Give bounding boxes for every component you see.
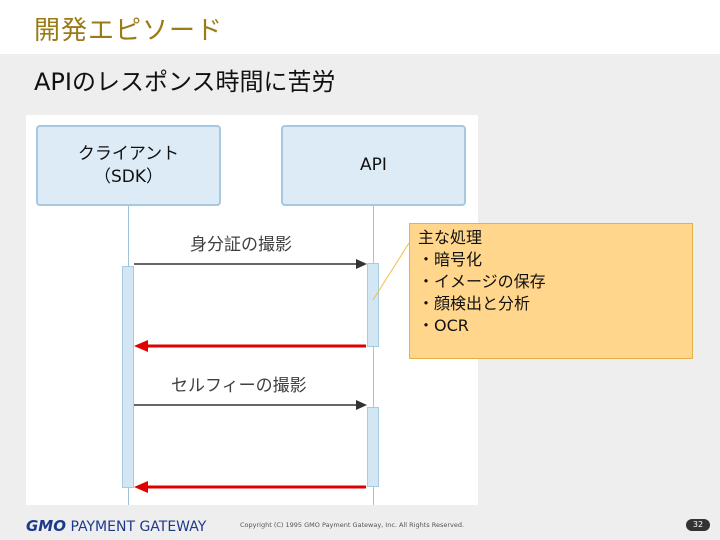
note-item-face-detection: ・顔検出と分析	[418, 294, 531, 313]
api-lifeline	[373, 206, 374, 505]
logo-rest: PAYMENT GATEWAY	[70, 519, 207, 535]
note-item-ocr: ・OCR	[418, 316, 469, 335]
note-title: 主な処理	[418, 228, 483, 247]
client-activation	[122, 266, 134, 488]
api-activation-2	[367, 407, 379, 487]
response-arrow-1	[134, 340, 366, 352]
response-arrow-2	[134, 481, 366, 493]
client-actor-box: クライアント （SDK）	[36, 125, 221, 206]
api-label: API	[360, 155, 387, 176]
callout-connector	[372, 242, 410, 301]
copyright-text: Copyright (C) 1995 GMO Payment Gateway, …	[240, 521, 465, 529]
slide-title: APIのレスポンス時間に苦労	[34, 68, 336, 96]
client-label-line1: クライアント	[77, 144, 180, 165]
request-arrow-2	[134, 400, 367, 410]
logo-gmo: GMO	[26, 517, 66, 535]
company-logo: GMO PAYMENT GATEWAY	[26, 517, 206, 535]
note-item-encryption: ・暗号化	[418, 250, 483, 269]
api-activation-1	[367, 263, 379, 347]
message1-label: 身分証の撮影	[190, 235, 292, 255]
sequence-diagram: クライアント （SDK） API 身分証の撮影 セルフィーの撮影	[26, 115, 478, 505]
section-title: 開発エピソード	[34, 16, 224, 46]
processing-note: 主な処理 ・暗号化 ・イメージの保存 ・顔検出と分析 ・OCR	[409, 223, 693, 359]
title-band	[0, 0, 720, 54]
note-item-image-storage: ・イメージの保存	[418, 272, 546, 291]
api-actor-box: API	[281, 125, 466, 206]
message2-label: セルフィーの撮影	[171, 376, 307, 396]
page-number-badge: 32	[686, 519, 710, 531]
client-label-line2: （SDK）	[93, 166, 163, 187]
request-arrow-1	[134, 259, 367, 269]
